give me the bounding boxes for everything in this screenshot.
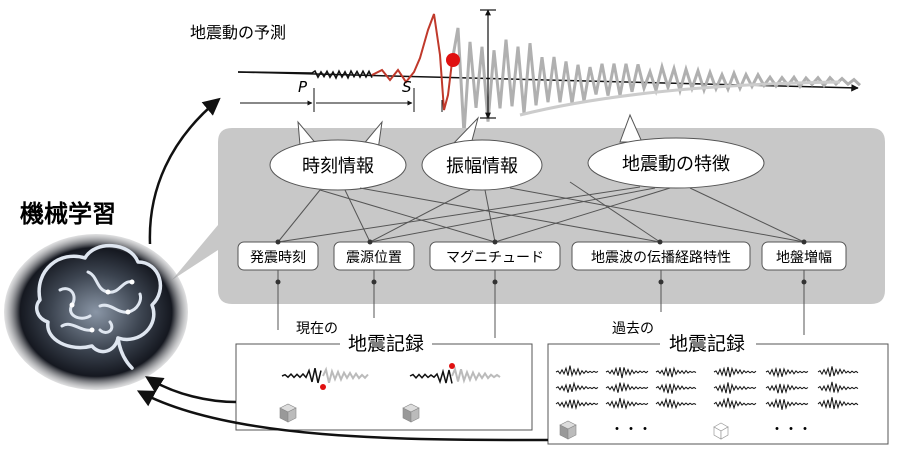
past-trace bbox=[655, 366, 697, 378]
past-trace bbox=[713, 366, 757, 378]
svg-text:地震波の伝播経路特性: 地震波の伝播経路特性 bbox=[591, 250, 731, 266]
svg-text:発震時刻: 発震時刻 bbox=[250, 250, 306, 266]
past-trace bbox=[555, 399, 599, 410]
past-record-traces bbox=[555, 365, 859, 410]
bubble-label-time: 時刻情報 bbox=[302, 156, 374, 177]
past-record-title: 地震記録 bbox=[669, 333, 745, 355]
prediction-trace-black bbox=[237, 69, 373, 80]
current-record-title-bg bbox=[340, 332, 432, 352]
brain-icon bbox=[34, 243, 163, 370]
past-trace bbox=[817, 366, 859, 377]
brain-nodes bbox=[69, 279, 135, 333]
cube-icon bbox=[559, 420, 577, 440]
envelope-curve bbox=[519, 80, 841, 117]
feature-box-hypocenter: 震源位置 bbox=[333, 241, 415, 271]
box-bottom-dots bbox=[275, 279, 807, 285]
bubble-fill-feature bbox=[590, 140, 762, 186]
learning-arrow bbox=[148, 97, 221, 245]
feature-box-magnitude: マグニチュード bbox=[429, 241, 561, 271]
past-trace bbox=[765, 366, 809, 379]
prediction-trace-red bbox=[371, 13, 453, 111]
svg-text:マグニチュード: マグニチュード bbox=[446, 250, 544, 266]
bubble-fill-time bbox=[272, 142, 404, 188]
past-trace bbox=[713, 382, 757, 394]
svg-text:地盤増幅: 地盤増幅 bbox=[776, 250, 832, 266]
current-record-prefix: 現在の bbox=[296, 321, 338, 337]
prediction-trace-gray bbox=[450, 27, 862, 134]
bubble-label-feature: 地震動の特徴 bbox=[622, 154, 730, 175]
past-trace bbox=[605, 366, 649, 379]
bubble-fill-amplitude bbox=[424, 142, 540, 188]
connection-dots bbox=[275, 239, 807, 245]
past-trace bbox=[765, 383, 809, 394]
machine-learning-label: 機械学習 bbox=[20, 200, 116, 228]
past-trace bbox=[555, 365, 599, 378]
feature-box-origin-time: 発震時刻 bbox=[237, 241, 319, 271]
past-trace bbox=[605, 381, 649, 393]
cube-icon bbox=[279, 403, 297, 423]
connection-lines bbox=[277, 181, 805, 243]
past-record-title-bg bbox=[660, 332, 756, 352]
prediction-title: 地震動の予測 bbox=[190, 23, 286, 42]
p-phase-label: P bbox=[298, 78, 308, 96]
current-trace-2-gray bbox=[451, 366, 501, 384]
current-time-marker bbox=[446, 53, 460, 67]
past-record-ellipsis-2: ・・・ bbox=[770, 422, 812, 438]
past-trace bbox=[817, 381, 859, 394]
svg-text:震源位置: 震源位置 bbox=[346, 250, 402, 266]
past-record-arrow bbox=[136, 390, 549, 442]
past-trace bbox=[655, 382, 697, 394]
current-marker-1 bbox=[320, 384, 326, 390]
feature-box-site-amplification: 地盤増幅 bbox=[761, 241, 847, 271]
past-trace bbox=[765, 398, 809, 410]
past-trace bbox=[655, 397, 697, 410]
bubble-label-amplitude: 振幅情報 bbox=[446, 156, 518, 177]
past-trace bbox=[605, 397, 649, 410]
past-trace bbox=[817, 397, 859, 410]
past-trace bbox=[713, 397, 757, 410]
brain-glow bbox=[4, 234, 188, 390]
current-trace-1-black bbox=[281, 368, 322, 384]
past-record-prefix: 過去の bbox=[612, 321, 654, 337]
current-trace-1-gray bbox=[322, 366, 369, 384]
cube-icon bbox=[713, 422, 729, 440]
current-record-arrow bbox=[145, 376, 237, 404]
past-record-ellipsis-1: ・・・ bbox=[610, 422, 652, 438]
current-trace-2-black bbox=[409, 368, 453, 385]
current-marker-2 bbox=[449, 363, 455, 369]
past-trace bbox=[555, 381, 599, 393]
cube-icon bbox=[402, 403, 420, 423]
feature-box-propagation-path: 地震波の伝播経路特性 bbox=[571, 241, 751, 271]
s-phase-label: S bbox=[402, 78, 412, 96]
current-record-title: 地震記録 bbox=[348, 333, 424, 355]
